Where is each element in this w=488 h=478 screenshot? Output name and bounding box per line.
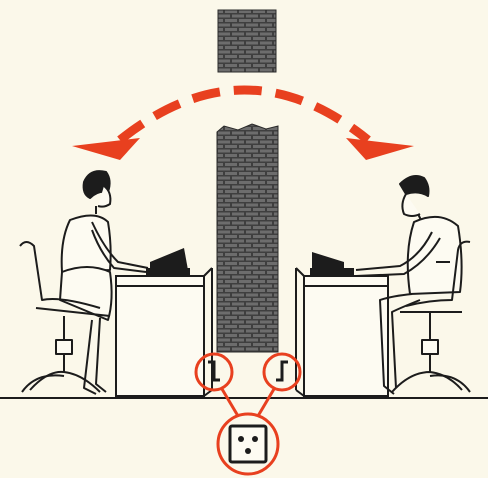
wall-outlet-icon: [218, 414, 278, 474]
arrowhead-left-icon: [72, 138, 140, 160]
right-typewriter: [310, 252, 354, 276]
connector-right: [258, 389, 274, 416]
brick-wall: [217, 124, 278, 352]
arrowhead-right-icon: [346, 138, 414, 160]
connector-left: [222, 389, 238, 416]
left-typewriter: [146, 248, 190, 276]
wall-fragment-top: [218, 10, 276, 72]
right-plug-callout: [264, 354, 300, 390]
right-desk: [296, 268, 388, 396]
